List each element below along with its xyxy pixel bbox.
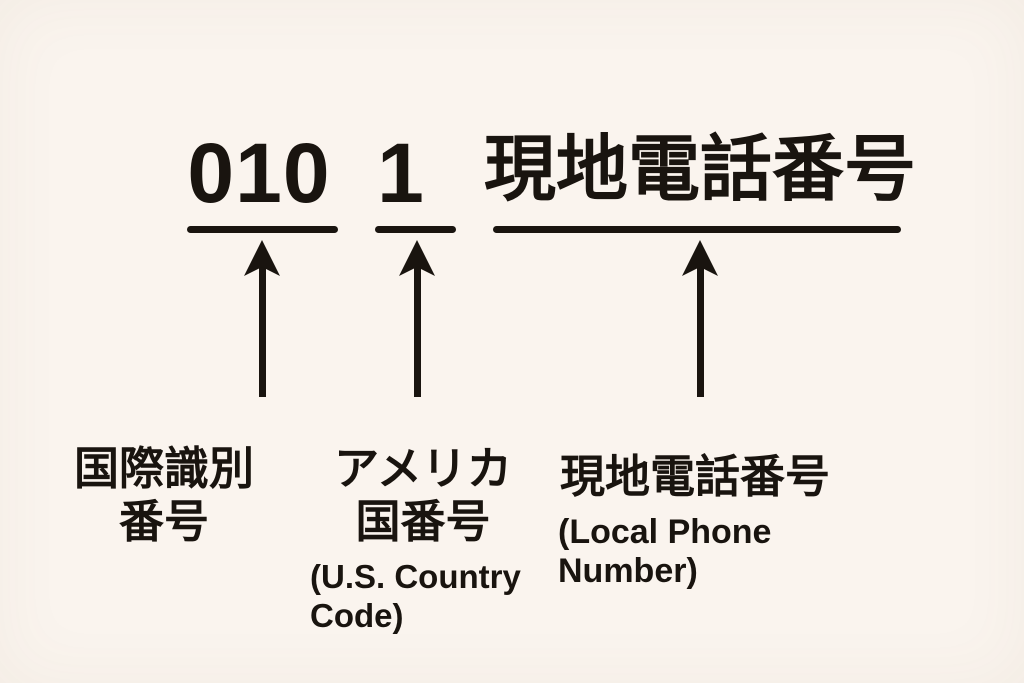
underline-international-prefix: [187, 226, 338, 233]
label-international-prefix-line1: 国際識別: [73, 443, 254, 494]
label-us-country-code-english-line2: Code): [310, 597, 404, 634]
underline-local-number: [493, 226, 901, 233]
international-prefix-number: 010: [187, 126, 331, 220]
label-local-phone-number-english: (Local Phone Number): [558, 513, 771, 591]
label-local-phone-number-english-line1: (Local Phone: [558, 513, 772, 551]
up-arrow-icon: [240, 240, 284, 397]
label-us-country-code: アメリカ 国番号: [313, 442, 533, 548]
label-local-phone-number: 現地電話番号: [560, 450, 830, 503]
label-international-prefix-line2: 番号: [118, 496, 209, 547]
label-us-country-code-line1: アメリカ: [334, 443, 512, 494]
label-local-phone-number-english-line2: Number): [558, 552, 698, 590]
up-arrow-icon: [395, 240, 439, 397]
country-code-number: 1: [377, 126, 425, 220]
label-local-phone-number-line1: 現地電話番号: [560, 451, 831, 502]
local-number-placeholder-text: 現地電話番号: [483, 130, 917, 210]
label-us-country-code-english-line1: (U.S. Country: [310, 558, 521, 595]
label-us-country-code-english: (U.S. Country Code): [310, 557, 521, 635]
label-us-country-code-line2: 国番号: [355, 496, 491, 547]
underline-country-code: [375, 226, 456, 233]
up-arrow-icon: [678, 240, 722, 397]
label-international-prefix: 国際識別 番号: [44, 442, 284, 548]
